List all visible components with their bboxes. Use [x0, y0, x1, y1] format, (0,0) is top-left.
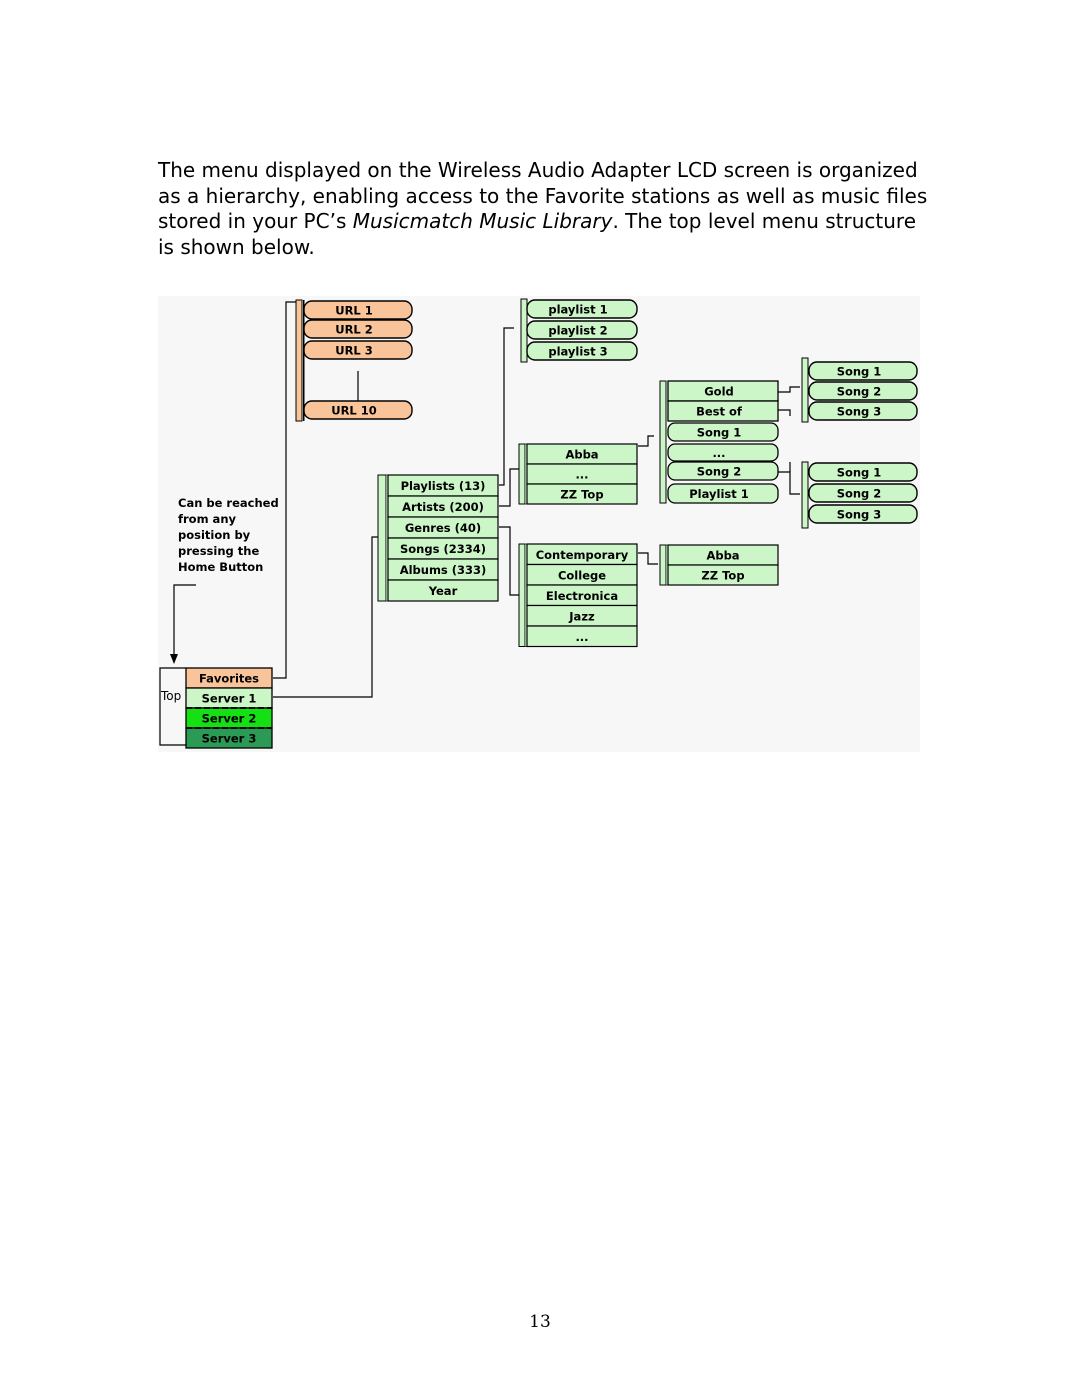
album-item-label: Gold [704, 385, 734, 399]
line-abba-to-albums [638, 435, 654, 447]
library-menu-row [387, 579, 499, 602]
line-artists-to-artist-list [499, 468, 522, 507]
playlist-item-box [526, 320, 638, 340]
top-label: Top [160, 689, 181, 703]
playlist-item-label: playlist 3 [548, 345, 607, 359]
arrow-head-icon [170, 654, 178, 664]
line-contemporary-to-genre-artists [638, 552, 658, 565]
genre-list-row-label: Electronica [546, 589, 618, 603]
song-a-column-bar [801, 357, 809, 423]
menu-hierarchy-diagram: URL 1 URL 2 URL 3 URL 10 playlist 1 playlist … [158, 296, 920, 752]
artist-list-row-label: ZZ Top [560, 488, 603, 502]
genre-artist-list-row-label: Abba [706, 549, 739, 563]
album-item-label: Song 1 [697, 426, 742, 440]
top-menu-item-label: Server 3 [202, 732, 257, 746]
line-favorites-to-urls [273, 301, 298, 679]
album-item-label: Best of [696, 405, 743, 419]
song-b-item-label: Song 1 [837, 466, 882, 480]
genre-artist-list-row-label: ZZ Top [701, 569, 744, 583]
artist-list-row [526, 483, 638, 505]
url-column-edge [303, 300, 305, 421]
intro-text-before: The menu displayed on the Wireless Audio… [158, 158, 928, 233]
top-menu-item-label: Server 1 [202, 692, 257, 706]
diagram-background [158, 296, 920, 752]
artist-list-column-bar [518, 443, 526, 505]
home-button-note-line: Can be reached [178, 496, 279, 510]
line-bestof-stub [778, 409, 791, 416]
song-b-item-label: Song 3 [837, 508, 882, 522]
song-a-item-label: Song 3 [837, 405, 882, 419]
url-item-label: URL 10 [331, 404, 377, 418]
album-item-box [667, 400, 779, 422]
song-b-item-box [808, 462, 918, 482]
library-menu-row-label: Songs (2334) [400, 542, 486, 556]
song-b-item-box [808, 504, 918, 524]
home-button-note-line: position by [178, 528, 251, 542]
album-item-box [667, 422, 779, 442]
home-button-note-line: Home Button [178, 560, 263, 574]
artist-list-row-label: ... [575, 468, 588, 482]
genre-list-row-label: ... [575, 630, 588, 644]
song-a-item-box [808, 401, 918, 421]
genre-artist-list-row [667, 564, 779, 586]
page-number: 13 [529, 1312, 551, 1332]
line-gold-to-songs-a [778, 386, 800, 393]
library-menu-row-label: Year [428, 584, 458, 598]
top-menu-item-box [185, 727, 273, 749]
top-menu-item-label: Server 2 [202, 712, 257, 726]
playlist-item-label: playlist 1 [548, 303, 607, 317]
top-menu-item-label: Favorites [199, 672, 259, 686]
genre-artist-list-column-bar [659, 544, 667, 586]
line-server1-to-library [273, 536, 381, 698]
genre-list-row-label: College [558, 568, 606, 582]
genre-list-row-label: Contemporary [536, 548, 629, 562]
playlist-item-label: playlist 2 [548, 324, 607, 338]
library-menu-row-label: Artists (200) [402, 500, 484, 514]
line-song2-to-songs-b [778, 471, 800, 495]
song-a-item-label: Song 1 [837, 365, 882, 379]
genre-list-column-bar [518, 543, 526, 647]
playlist-item-box [526, 299, 638, 319]
album-item-label: Playlist 1 [689, 487, 749, 501]
album-item-box [667, 483, 779, 504]
song-a-item-label: Song 2 [837, 385, 882, 399]
line-note-to-top [173, 584, 196, 658]
album-item-label: ... [712, 446, 725, 460]
library-menu-row-label: Playlists (13) [401, 479, 486, 493]
library-menu-row-label: Albums (333) [400, 563, 487, 577]
library-menu-row-label: Genres (40) [405, 521, 481, 535]
album-column-bar [659, 380, 667, 504]
song-a-item-box [808, 381, 918, 401]
intro-paragraph: The menu displayed on the Wireless Audio… [158, 158, 938, 260]
album-item-label: Song 2 [697, 465, 742, 479]
playlist-column-bar [520, 298, 528, 363]
playlist-item-box [526, 341, 638, 361]
genre-list-row [526, 625, 638, 648]
genre-list-row-label: Jazz [568, 609, 595, 623]
url-column-bar [295, 299, 303, 422]
line-playlists-to-playlist-items [499, 327, 514, 486]
url-item-label: URL 1 [335, 304, 373, 318]
url-item-label: URL 2 [335, 323, 373, 337]
url-item-label: URL 3 [335, 344, 373, 358]
library-menu-column-bar [377, 474, 387, 602]
intro-text-after: . The top level menu structure is shown … [158, 209, 917, 259]
album-item-box [667, 443, 779, 462]
artist-list-row-label: Abba [565, 448, 598, 462]
song-b-item-box [808, 483, 918, 503]
home-button-note-line: from any [178, 512, 237, 526]
line-genres-to-genre-list [499, 526, 522, 596]
intro-italic-library-name: Musicmatch Music Library [352, 209, 613, 233]
song-a-item-box [808, 361, 918, 381]
top-bracket [159, 667, 186, 746]
home-button-note-line: pressing the [178, 544, 259, 558]
song-b-item-label: Song 2 [837, 487, 882, 501]
album-item-box [667, 461, 779, 481]
song-b-column-bar [801, 461, 809, 529]
